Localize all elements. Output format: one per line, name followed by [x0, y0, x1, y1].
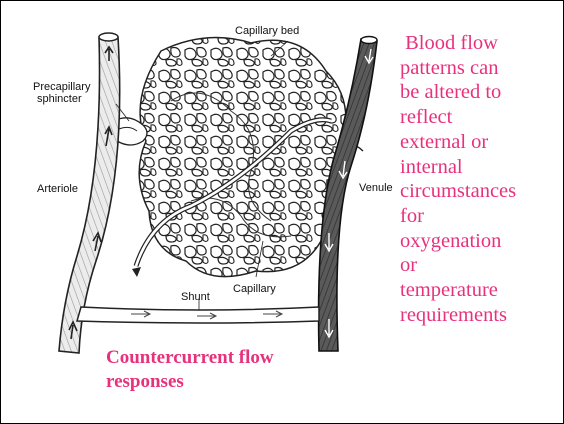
side-note: Blood flow patterns can be altered to re… [400, 31, 560, 327]
precapillary-label-line2: sphincter [33, 93, 90, 105]
shunt-label: Shunt [181, 291, 210, 303]
side-note-line: temperature [400, 278, 560, 303]
side-note-line: or [400, 253, 560, 278]
side-note-line: Blood flow [400, 31, 560, 56]
side-note-line: oxygenation [400, 229, 560, 254]
capillary-label: Capillary [233, 283, 276, 295]
side-note-line: internal [400, 155, 560, 180]
capillary-arrow-icon [132, 267, 141, 277]
side-note-line: be altered to [400, 80, 560, 105]
side-note-line: external or [400, 130, 560, 155]
shunt-vessel [77, 307, 319, 323]
slide-caption: Countercurrent flow responses [106, 346, 274, 394]
venule-label: Venule [359, 182, 393, 194]
side-note-line: requirements [400, 303, 560, 328]
caption-line: responses [106, 370, 274, 394]
capillary-bed-label: Capillary bed [235, 25, 299, 37]
side-note-line: circumstances [400, 179, 560, 204]
side-note-line: reflect [400, 105, 560, 130]
capillary-bed-network [139, 38, 346, 277]
arteriole-label: Arteriole [37, 183, 78, 195]
side-note-line: for [400, 204, 560, 229]
side-note-line: patterns can [400, 56, 560, 81]
caption-line: Countercurrent flow [106, 346, 274, 370]
precapillary-label-line1: Precapillary [33, 81, 90, 93]
precapillary-sphincter-label: Precapillary sphincter [33, 81, 90, 105]
